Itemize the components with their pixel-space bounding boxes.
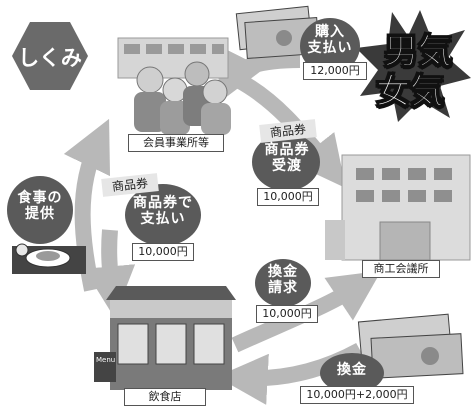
arrow-pay-down <box>84 229 136 318</box>
chamber-label: 商工会議所 <box>362 260 440 278</box>
arrow-hand-over <box>234 72 346 189</box>
hand-over-label: 商品券 受渡 <box>264 142 310 175</box>
food-illustration <box>12 243 86 274</box>
bubble-food <box>7 176 73 244</box>
bubble-hand-over <box>252 133 320 191</box>
redeem-request-label: 換金 請求 <box>268 264 298 297</box>
money-bills-bottom <box>357 313 464 379</box>
restaurant-building <box>94 286 236 390</box>
redeem-request-amount: 10,000円 <box>256 305 318 323</box>
restaurant-label: 飲食店 <box>124 388 206 406</box>
purchase-amount: 12,000円 <box>303 62 367 80</box>
hand-over-amount: 10,000円 <box>257 188 319 206</box>
pay-amount: 10,000円 <box>132 243 194 261</box>
arrow-purchase <box>218 45 301 103</box>
chamber-building <box>325 154 471 261</box>
members-building <box>117 37 229 79</box>
food-service-label: 食事の 提供 <box>17 190 63 223</box>
bubble-redeem <box>320 353 384 393</box>
redeem-label: 換金 <box>337 362 367 378</box>
pay-label: 商品券で 支払い <box>133 195 193 228</box>
title-hexagon <box>12 22 88 90</box>
bubble-pay <box>125 184 201 246</box>
bubble-redeem-request <box>255 259 311 307</box>
purchase-label: 購入 支払い <box>307 24 353 57</box>
redeem-amount: 10,000円+2,000円 <box>300 386 414 404</box>
members-people-illustration <box>134 61 231 135</box>
starburst <box>356 10 471 122</box>
menu-sign: Menu <box>96 356 116 364</box>
slogan-line-1: 男気 <box>384 32 453 73</box>
page-title: しくみ <box>18 46 82 70</box>
members-label: 会員事業所等 <box>128 134 224 152</box>
bubble-purchase <box>300 18 360 74</box>
arrow-pay-up <box>63 118 111 292</box>
slogan-line-2: 女気 <box>376 72 445 113</box>
